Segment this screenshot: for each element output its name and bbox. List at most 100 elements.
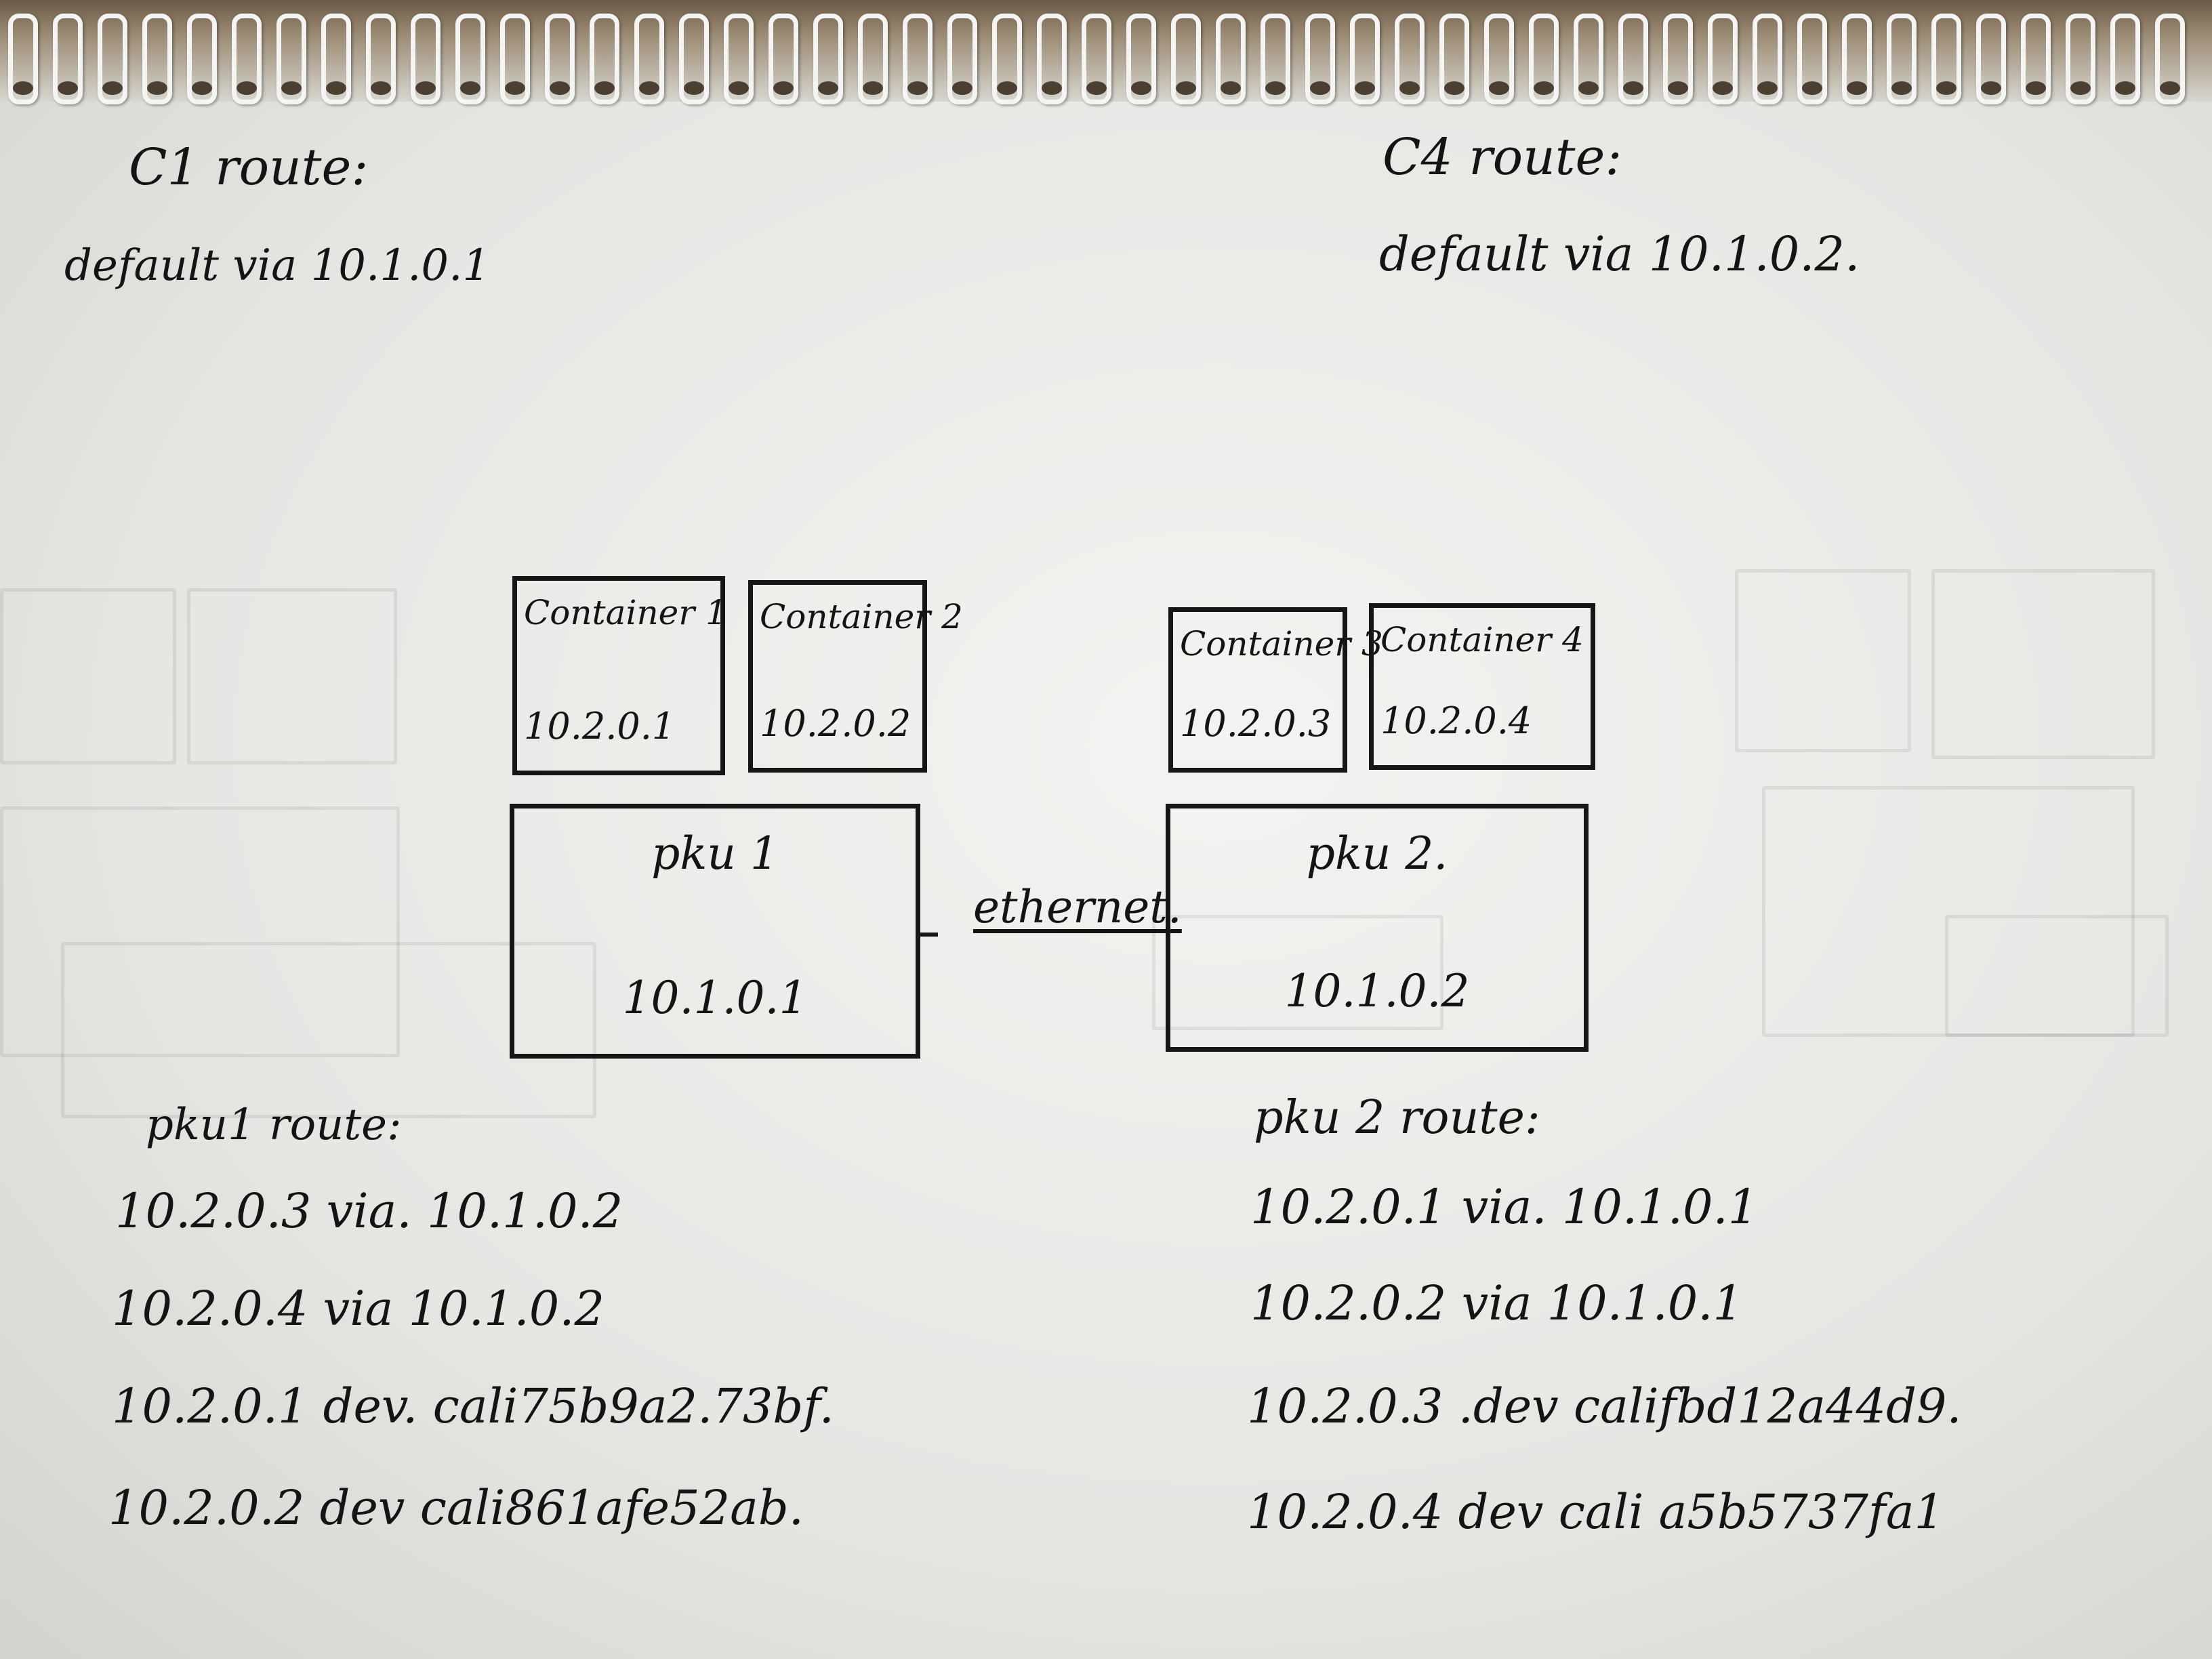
binding-hole xyxy=(460,81,480,95)
container-2-ip: 10.2.0.2 xyxy=(760,702,912,745)
spiral-ring xyxy=(1439,14,1469,104)
binding-hole xyxy=(1489,81,1509,95)
container-4-ip: 10.2.0.4 xyxy=(1380,699,1532,742)
spiral-ring xyxy=(858,14,888,104)
spiral-ring xyxy=(1887,14,1917,104)
binding-hole xyxy=(684,81,704,95)
spiral-ring xyxy=(411,14,441,104)
spiral-ring xyxy=(1216,14,1246,104)
pku1-route-entry: 10.2.0.3 via. 10.1.0.2 xyxy=(115,1183,623,1239)
c4-route-default: default via 10.1.0.2. xyxy=(1379,226,1860,282)
binding-hole xyxy=(2026,81,2046,95)
pku2-route-entry: 10.2.0.4 dev cali a5b5737fa1 xyxy=(1247,1484,1945,1540)
spiral-ring xyxy=(1126,14,1156,104)
binding-hole xyxy=(639,81,659,95)
binding-hole xyxy=(281,81,302,95)
spiral-ring xyxy=(590,14,619,104)
ethernet-link-label: ethernet. xyxy=(973,881,1182,933)
spiral-ring xyxy=(1350,14,1380,104)
spiral-ring xyxy=(232,14,262,104)
binding-hole xyxy=(952,81,972,95)
binding-hole xyxy=(1444,81,1465,95)
spiral-ring xyxy=(1708,14,1738,104)
container-4-label: Container 4 xyxy=(1380,620,1584,659)
binding-hole xyxy=(1757,81,1778,95)
binding-hole xyxy=(773,81,794,95)
spiral-ring xyxy=(1842,14,1872,104)
spiral-ring xyxy=(1261,14,1290,104)
spiral-ring xyxy=(455,14,485,104)
bleed-through-box xyxy=(0,806,400,1057)
spiral-ring xyxy=(1484,14,1514,104)
pku2-route-entry: 10.2.0.3 .dev califbd12a44d9. xyxy=(1247,1378,1962,1434)
spiral-ring xyxy=(1931,14,1961,104)
c1-route-title: C1 route: xyxy=(129,138,369,197)
binding-hole xyxy=(997,81,1017,95)
binding-hole xyxy=(1399,81,1420,95)
binding-hole xyxy=(1534,81,1554,95)
binding-hole xyxy=(1042,81,1062,95)
binding-hole xyxy=(1847,81,1867,95)
binding-hole xyxy=(326,81,346,95)
c1-route-default: default via 10.1.0.1 xyxy=(64,241,491,291)
container-3-label: Container 3 xyxy=(1180,624,1383,663)
binding-hole xyxy=(1221,81,1241,95)
spiral-ring xyxy=(1082,14,1111,104)
spiral-ring xyxy=(1305,14,1335,104)
binding-hole xyxy=(550,81,570,95)
binding-hole xyxy=(192,81,212,95)
binding-hole xyxy=(1802,81,1822,95)
binding-hole xyxy=(863,81,883,95)
spiral-ring xyxy=(769,14,798,104)
bleed-through-box xyxy=(61,942,596,1118)
pku2-route-entry: 10.2.0.2 via 10.1.0.1 xyxy=(1250,1275,1744,1331)
host-pku2-box: pku 2. 10.1.0.2 xyxy=(1166,804,1589,1052)
spiral-ring xyxy=(2066,14,2095,104)
spiral-ring xyxy=(2110,14,2140,104)
spiral-ring xyxy=(1618,14,1648,104)
spiral-binding xyxy=(0,0,2212,104)
binding-hole xyxy=(58,81,78,95)
binding-hole xyxy=(147,81,167,95)
pku1-route-entry: 10.2.0.4 via 10.1.0.2 xyxy=(112,1281,605,1336)
binding-hole xyxy=(1936,81,1957,95)
pku2-route-title: pku 2 route: xyxy=(1254,1091,1540,1145)
bleed-through-box xyxy=(1735,569,1911,752)
spiral-ring xyxy=(142,14,172,104)
binding-hole xyxy=(1668,81,1688,95)
container-2-label: Container 2 xyxy=(760,597,963,636)
host-pku1-label: pku 1 xyxy=(651,827,779,880)
c4-route-title: C4 route: xyxy=(1382,128,1622,186)
binding-hole xyxy=(1265,81,1286,95)
binding-hole xyxy=(1578,81,1599,95)
bleed-through-box xyxy=(1931,569,2155,759)
bleed-through-box xyxy=(1152,915,1443,1030)
spiral-ring xyxy=(634,14,664,104)
binding-hole xyxy=(415,81,436,95)
pku1-route-entry: 10.2.0.1 dev. cali75b9a2.73bf. xyxy=(112,1378,834,1434)
spiral-ring xyxy=(724,14,754,104)
container-3-box: Container 3 10.2.0.3 xyxy=(1168,607,1383,773)
spiral-ring xyxy=(1395,14,1425,104)
spiral-ring xyxy=(813,14,843,104)
spiral-ring xyxy=(1529,14,1559,104)
container-1-ip: 10.2.0.1 xyxy=(524,705,676,747)
container-2-box: Container 2 10.2.0.2 xyxy=(748,580,963,773)
spiral-ring xyxy=(1976,14,2006,104)
container-3-ip: 10.2.0.3 xyxy=(1180,702,1332,745)
binding-hole xyxy=(1891,81,1912,95)
spiral-ring xyxy=(187,14,217,104)
binding-hole xyxy=(907,81,928,95)
binding-hole xyxy=(2115,81,2135,95)
bleed-through-box xyxy=(0,588,176,764)
spiral-ring xyxy=(500,14,530,104)
spiral-ring xyxy=(53,14,83,104)
spiral-ring xyxy=(679,14,709,104)
bleed-through-box xyxy=(187,588,397,764)
binding-hole xyxy=(505,81,525,95)
binding-hole xyxy=(1176,81,1196,95)
binding-hole xyxy=(102,81,123,95)
spiral-ring xyxy=(276,14,306,104)
spiral-ring xyxy=(947,14,977,104)
